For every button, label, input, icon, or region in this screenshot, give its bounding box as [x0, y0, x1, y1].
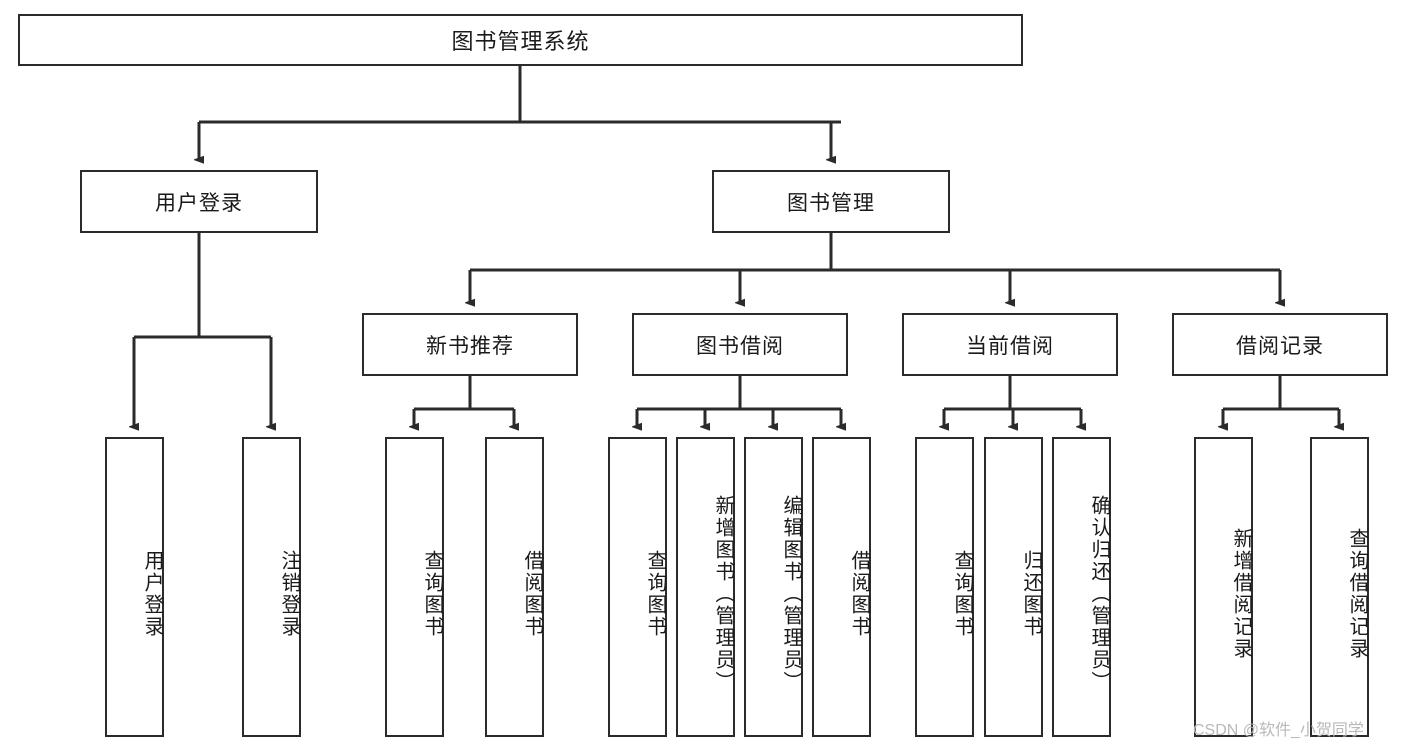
leaf-borrow-book-1-label: 借阅图书 — [521, 550, 543, 638]
leaf-query-book-1-label: 查询图书 — [421, 550, 443, 638]
leaf-edit-book-label: 编辑图书（管理员） — [780, 495, 802, 693]
leaf-borrow-book-2-label: 借阅图书 — [848, 550, 870, 638]
leaf-add-book-label: 新增图书（管理员） — [712, 495, 734, 693]
node-user-login-label: 用户登录 — [155, 191, 243, 215]
node-current-borrow[interactable]: 当前借阅 — [902, 313, 1118, 376]
node-new-book-recommend[interactable]: 新书推荐 — [362, 313, 578, 376]
leaf-query-book-2-label: 查询图书 — [644, 550, 666, 638]
leaf-user-logout-label: 注销登录 — [278, 550, 300, 638]
leaf-add-borrow-record[interactable]: 新增借阅记录 — [1194, 437, 1253, 737]
csdn-watermark: CSDN @软件_小贺同学 — [1193, 722, 1364, 739]
leaf-query-book-3[interactable]: 查询图书 — [915, 437, 974, 737]
leaf-add-book[interactable]: 新增图书（管理员） — [676, 437, 735, 737]
leaf-borrow-book-2[interactable]: 借阅图书 — [812, 437, 871, 737]
node-user-login[interactable]: 用户登录 — [80, 170, 318, 233]
leaf-query-book-1[interactable]: 查询图书 — [385, 437, 444, 737]
node-book-borrow-label: 图书借阅 — [696, 334, 784, 358]
node-root[interactable]: 图书管理系统 — [18, 14, 1023, 66]
leaf-borrow-book-1[interactable]: 借阅图书 — [485, 437, 544, 737]
node-new-book-recommend-label: 新书推荐 — [426, 334, 514, 358]
leaf-confirm-return-label: 确认归还（管理员） — [1088, 495, 1110, 693]
node-root-label: 图书管理系统 — [451, 29, 590, 54]
leaf-user-login-label: 用户登录 — [141, 550, 163, 638]
node-book-borrow[interactable]: 图书借阅 — [632, 313, 848, 376]
leaf-return-book-label: 归还图书 — [1020, 550, 1042, 638]
leaf-query-book-2[interactable]: 查询图书 — [608, 437, 667, 737]
leaf-user-logout[interactable]: 注销登录 — [242, 437, 301, 737]
leaf-return-book[interactable]: 归还图书 — [984, 437, 1043, 737]
node-borrow-record-label: 借阅记录 — [1236, 334, 1324, 358]
leaf-query-book-3-label: 查询图书 — [951, 550, 973, 638]
node-book-manage[interactable]: 图书管理 — [712, 170, 950, 233]
leaf-query-borrow-record-label: 查询借阅记录 — [1346, 528, 1368, 660]
leaf-confirm-return[interactable]: 确认归还（管理员） — [1052, 437, 1111, 737]
node-current-borrow-label: 当前借阅 — [966, 334, 1054, 358]
leaf-user-login[interactable]: 用户登录 — [105, 437, 164, 737]
node-borrow-record[interactable]: 借阅记录 — [1172, 313, 1388, 376]
node-book-manage-label: 图书管理 — [787, 191, 875, 215]
leaf-query-borrow-record[interactable]: 查询借阅记录 — [1310, 437, 1369, 737]
leaf-edit-book[interactable]: 编辑图书（管理员） — [744, 437, 803, 737]
leaf-add-borrow-record-label: 新增借阅记录 — [1230, 528, 1252, 660]
